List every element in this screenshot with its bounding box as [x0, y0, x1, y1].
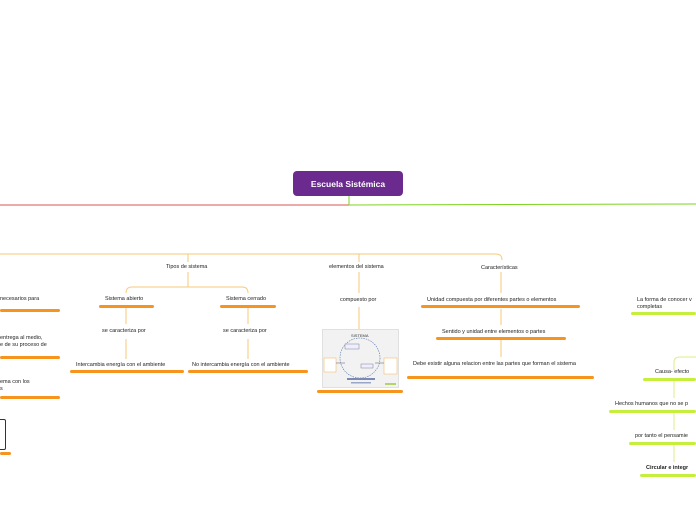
- left-item-1[interactable]: necesarios para: [0, 296, 40, 302]
- sistema-diagram-image[interactable]: SISTEMA: [322, 329, 399, 388]
- right-bracket: [673, 356, 696, 370]
- cerrado-detail-bar: [188, 370, 308, 373]
- sistema-diagram-svg: SISTEMA: [323, 333, 398, 385]
- pensamiento-label[interactable]: por tanto el pensamie: [635, 433, 688, 439]
- left-item-2-line1[interactable]: entrega al medio,: [0, 335, 43, 341]
- sistema-box-right: [383, 357, 398, 375]
- abierto-detail[interactable]: Intercambia energía con el ambiente: [76, 362, 166, 368]
- tipos-bracket: [125, 286, 249, 294]
- caract-item-2-bar: [436, 337, 566, 340]
- sistema-box-center: [344, 343, 360, 350]
- left-item-2-line2[interactable]: e de su proceso de: [0, 342, 47, 348]
- circular-label[interactable]: Circular e integr: [646, 465, 689, 471]
- left-item-3-bar: [0, 396, 60, 399]
- caract-item-3[interactable]: Debe existir alguna relacion entre las p…: [413, 361, 576, 367]
- caract-item-1[interactable]: Unidad compuesta por diferentes partes o…: [427, 297, 557, 303]
- sistema-diagram-title: SISTEMA: [351, 333, 369, 338]
- tipos-label[interactable]: Tipos de sistema: [166, 264, 208, 270]
- caract-item-3-bar: [407, 376, 594, 379]
- right-item-1-line2[interactable]: completas: [637, 304, 663, 310]
- sistema-box-left: [323, 357, 337, 373]
- right-item-1-bar: [631, 312, 696, 315]
- root-node[interactable]: Escuela Sistémica: [293, 171, 403, 196]
- circular-bar: [640, 474, 696, 477]
- left-item-4-bar: [0, 452, 11, 455]
- sistema-corner: [385, 383, 396, 385]
- phone-image: [0, 419, 6, 450]
- abierto-detail-bar: [70, 370, 184, 373]
- cerrado-bar: [220, 305, 276, 308]
- caract-item-2[interactable]: Sentido y unidad entre elementos o parte…: [442, 329, 546, 335]
- pensamiento-bar: [629, 442, 696, 445]
- root-label: Escuela Sistémica: [310, 178, 386, 189]
- orange-bracket: [0, 253, 503, 261]
- abierto-bar: [99, 305, 154, 308]
- causa-bar: [643, 378, 696, 381]
- caract-item-1-bar: [421, 305, 580, 308]
- cerrado-detail[interactable]: No intercambia energía con el ambiente: [192, 362, 290, 368]
- left-item-1-bar: [0, 309, 60, 312]
- left-item-2-bar: [0, 356, 60, 359]
- abierto-connector[interactable]: se caracteriza por: [102, 328, 146, 334]
- right-item-1-line1[interactable]: La forma de conocer v: [637, 297, 692, 303]
- hechos-label[interactable]: Hechos humanos que no se p: [615, 401, 689, 407]
- sistema-box-inner: [360, 363, 374, 369]
- left-item-3-line2[interactable]: s: [0, 386, 3, 392]
- sistema-footer-2: [351, 382, 371, 384]
- cerrado-label[interactable]: Sistema cerrado: [226, 296, 267, 302]
- elementos-label[interactable]: elementos del sistema: [329, 264, 384, 270]
- causa-label[interactable]: Causa- efecto: [655, 369, 690, 375]
- compuesto-label[interactable]: compuesto por: [340, 297, 377, 303]
- left-item-3-line1[interactable]: ema con los: [0, 379, 30, 385]
- sistema-diagram-bar: [317, 390, 403, 393]
- sistema-footer: [347, 378, 375, 380]
- cerrado-connector[interactable]: se caracteriza por: [223, 328, 267, 334]
- right-main-line: [348, 203, 696, 206]
- caracteristicas-label[interactable]: Características: [481, 265, 518, 271]
- hechos-bar: [609, 410, 696, 413]
- abierto-label[interactable]: Sistema abierto: [105, 296, 144, 302]
